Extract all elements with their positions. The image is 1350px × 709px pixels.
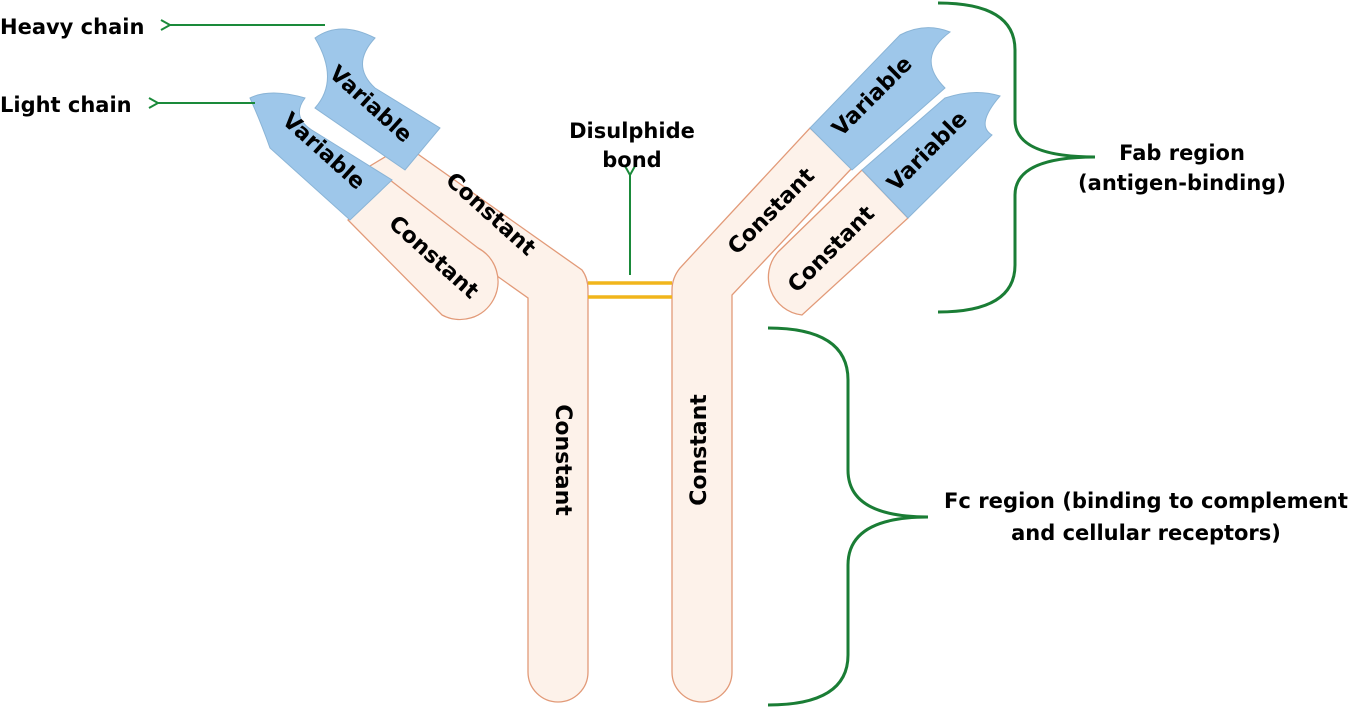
left-heavy-variable <box>314 28 441 171</box>
right-heavy-chain <box>671 27 952 703</box>
right-heavy-variable <box>809 27 952 171</box>
right-light-chain <box>767 92 1001 316</box>
left-light-variable <box>249 92 393 221</box>
left-stem-constant-label: Constant <box>550 404 575 516</box>
right-stem-constant-label: Constant <box>687 394 712 506</box>
fc-brace <box>767 326 929 707</box>
fc-label-line2: and cellular receptors) <box>1011 521 1281 545</box>
right-heavy-constant-stem <box>671 127 853 703</box>
right-light-variable <box>861 92 1001 219</box>
fab-brace <box>937 1 1096 314</box>
fab-label-line1: Fab region <box>1119 141 1245 165</box>
light-chain-label: Light chain <box>0 93 132 117</box>
fab-label-line2: (antigen-binding) <box>1078 171 1286 195</box>
disulphide-label-line2: bond <box>602 148 661 172</box>
fc-label-line1: Fc region (binding to complement <box>944 489 1348 513</box>
heavy-chain-label: Heavy chain <box>0 15 144 39</box>
right-light-constant <box>767 169 909 316</box>
left-heavy-constant-stem <box>353 144 589 703</box>
left-light-constant <box>347 179 499 321</box>
disulphide-label-line1: Disulphide <box>569 119 695 143</box>
left-heavy-chain <box>314 28 589 703</box>
left-light-chain <box>249 92 499 321</box>
